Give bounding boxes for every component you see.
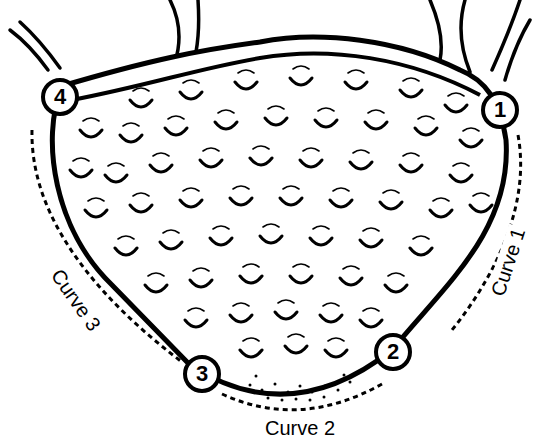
callout-circle: 1 [481, 91, 519, 129]
callout-circle: 3 [183, 355, 221, 393]
callout-number: 1 [494, 99, 506, 121]
callout-circle: 2 [374, 333, 412, 371]
callout-number: 2 [387, 341, 399, 363]
curve-label: Curve 1 [486, 223, 530, 300]
callout-circle: 4 [41, 78, 79, 116]
callout-number: 4 [54, 86, 66, 108]
curve-label: Curve 3 [46, 263, 106, 336]
callout-number: 3 [196, 363, 208, 385]
curve-label: Curve 2 [263, 417, 337, 439]
